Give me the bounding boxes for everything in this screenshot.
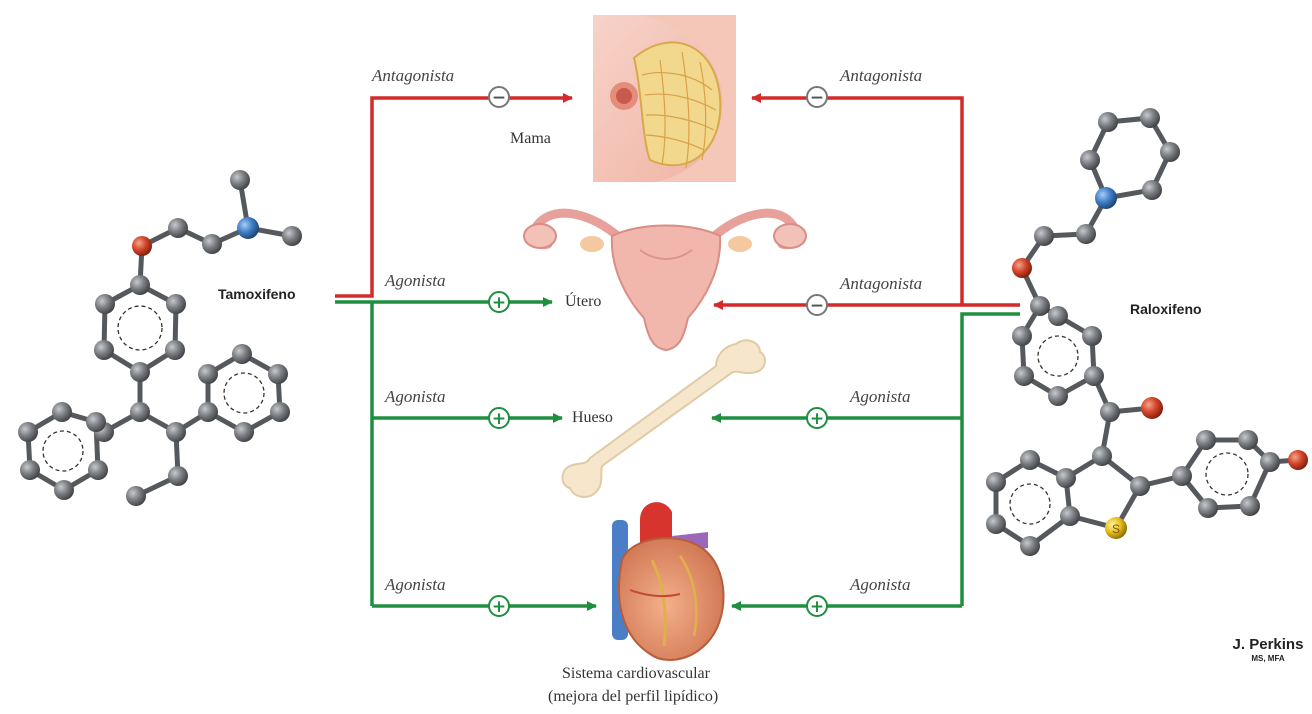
raloxifene-cardio-sign: +: [806, 595, 828, 617]
raloxifene-bone-role: Agonista: [850, 387, 910, 407]
artist-name: J. Perkins: [1226, 636, 1310, 653]
breast-illustration: [593, 15, 736, 182]
breast-label: Mama: [510, 130, 551, 148]
raloxifene-uterus-role: Antagonista: [840, 274, 922, 294]
tamoxifen-pathways: [335, 98, 596, 606]
tamoxifen-breast-sign: −: [488, 86, 510, 108]
tamoxifen-molecule: [18, 170, 302, 506]
raloxifene-bone-sign: +: [806, 407, 828, 429]
artist-credentials: MS, MFA: [1226, 654, 1310, 663]
tamoxifen-label: Tamoxifeno: [218, 286, 296, 302]
tamoxifen-breast-line: [335, 98, 572, 296]
raloxifene-breast-role: Antagonista: [840, 66, 922, 86]
tamoxifen-breast-role: Antagonista: [372, 66, 454, 86]
raloxifene-trunk-line: [962, 314, 1020, 606]
raloxifene-uterus-sign: −: [806, 294, 828, 316]
heart-illustration: [612, 502, 724, 660]
raloxifene-molecule: S: [986, 108, 1308, 556]
tamoxifen-uterus-role: Agonista: [385, 271, 445, 291]
tamoxifen-cardio-sign: +: [488, 595, 510, 617]
tamoxifen-bone-role: Agonista: [385, 387, 445, 407]
uterus-label: Útero: [565, 293, 601, 311]
tamoxifen-bone-sign: +: [488, 407, 510, 429]
svg-text:S: S: [1112, 522, 1120, 536]
uterus-illustration: [524, 213, 806, 350]
cardio-label-line1: Sistema cardiovascular: [562, 665, 710, 683]
raloxifene-cardio-role: Agonista: [850, 575, 910, 595]
bone-label: Hueso: [572, 409, 613, 427]
raloxifene-label: Raloxifeno: [1130, 301, 1202, 317]
raloxifene-breast-sign: −: [806, 86, 828, 108]
tamoxifen-cardio-role: Agonista: [385, 575, 445, 595]
artist-signature: J. Perkins MS, MFA: [1226, 636, 1310, 663]
tamoxifen-uterus-sign: +: [488, 291, 510, 313]
cardio-label-line2: (mejora del perfil lipídico): [548, 688, 718, 706]
